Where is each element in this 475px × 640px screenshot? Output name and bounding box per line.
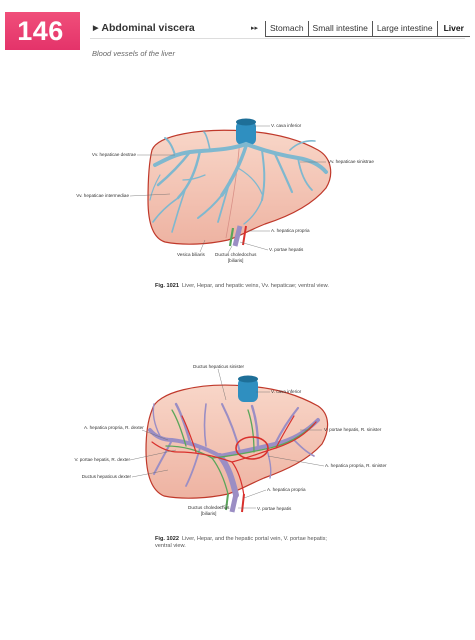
fig2-label-ductus-hepaticus-dexter: Ductus hepaticus dexter <box>81 474 131 479</box>
fig1-label-ductus-choledochus-main: Ductus choledochus <box>215 252 257 257</box>
fig2-vena-cava <box>238 378 258 402</box>
fig2-label-ductus-choledochus: Ductus choledochus[biliaris] <box>188 505 229 516</box>
nav-arrows-icon: ▸▸ <box>251 25 259 32</box>
nav-tab-stomach[interactable]: Stomach <box>265 21 308 36</box>
fig1-label-vesica-biliaris: Vesica biliaris <box>177 252 205 257</box>
figure-1-illustration <box>129 118 332 254</box>
fig1-label-v-portae-hepatis: V. portae hepatis <box>269 247 304 252</box>
nav-tab-liver[interactable]: Liver <box>436 21 470 36</box>
chapter-title: ▶Abdominal viscera <box>93 22 195 34</box>
fig2-caption-text: Liver, Hepar, and the hepatic portal vei… <box>155 536 327 549</box>
fig1-label-a-hepatica-propria: A. hepatica propria <box>271 228 310 233</box>
header-divider <box>90 38 465 39</box>
fig1-label-vena-cava: V. cava inferior <box>271 123 302 128</box>
fig1-label-vv-hepaticae-sinistrae: Vv. hepaticae sinistrae <box>328 159 374 164</box>
fig2-caption-number: Fig. 1022 <box>155 536 179 542</box>
fig1-vena-cava-top <box>236 118 256 126</box>
fig2-label-ductus-choledochus-sub: [biliaris] <box>200 510 217 516</box>
chapter-triangle-icon: ▶ <box>93 25 99 32</box>
fig1-leader-lines <box>129 125 326 254</box>
fig2-label-a-hepatica-propria-r-dexter: A. hepatica propria, R. dexter <box>84 425 144 431</box>
fig2-label-a-hepatica-propria: A. hepatica propria <box>267 487 306 492</box>
fig2-label-vena-cava: V. cava inferior <box>271 389 302 394</box>
fig1-caption-text: Liver, Hepar, and hepatic veins, Vv. hep… <box>181 283 329 289</box>
nav-tab-small-intestine[interactable]: Small intestine <box>307 21 372 36</box>
fig2-bile-ducts <box>165 409 315 495</box>
section-nav-tabs: Stomach Small intestine Large intestine … <box>265 21 470 37</box>
fig1-label-ductus-choledochus: Ductus choledochus[biliaris] <box>215 252 256 263</box>
fig2-vena-cava-top <box>238 375 258 383</box>
fig2-label-v-portae-hepatis-r-sinister: V. portae hepatis, R. sinister <box>324 427 382 432</box>
fig2-porta-vessels <box>225 493 245 513</box>
fig2-label-ductus-hepaticus-sinister: Ductus hepaticus sinister <box>193 364 245 369</box>
page-number-tab: 146 <box>5 12 80 50</box>
fig1-hepatic-veins <box>149 131 328 233</box>
fig2-label-v-portae-hepatis: V. portae hepatis <box>257 506 292 511</box>
fig2-label-v-portae-hepatis-r-dexter: V. portae hepatis, R. dexter <box>74 457 131 462</box>
fig1-label-ductus-choledochus-sub: [biliaris] <box>227 257 244 263</box>
fig2-label-ductus-choledochus-main: Ductus choledochus <box>188 505 230 510</box>
figure-2-illustration <box>129 368 329 513</box>
section-subtitle: Blood vessels of the liver <box>92 49 175 58</box>
fig2-leader-lines <box>129 368 325 509</box>
fig1-label-vv-hepaticae-intermediae: Vv. hepaticae intermediae <box>76 193 129 198</box>
fig2-label-a-hepatica-propria-r-dexter-text: A. hepatica propria, R. dexter <box>84 425 144 430</box>
fig1-vena-cava <box>236 121 256 145</box>
fig1-porta-vessels <box>228 225 247 247</box>
fig2-label-a-hepatica-propria-r-sinister: A. hepatica propria, R. sinister <box>325 463 387 468</box>
nav-tab-large-intestine[interactable]: Large intestine <box>371 21 437 36</box>
fig1-caption-number: Fig. 1021 <box>155 283 179 289</box>
fig2-hepatic-arteries <box>151 415 317 497</box>
fig1-label-vv-hepaticae-dextrae: Vv. hepaticae dextrae <box>91 152 136 157</box>
chapter-title-text: Abdominal viscera <box>101 22 195 34</box>
